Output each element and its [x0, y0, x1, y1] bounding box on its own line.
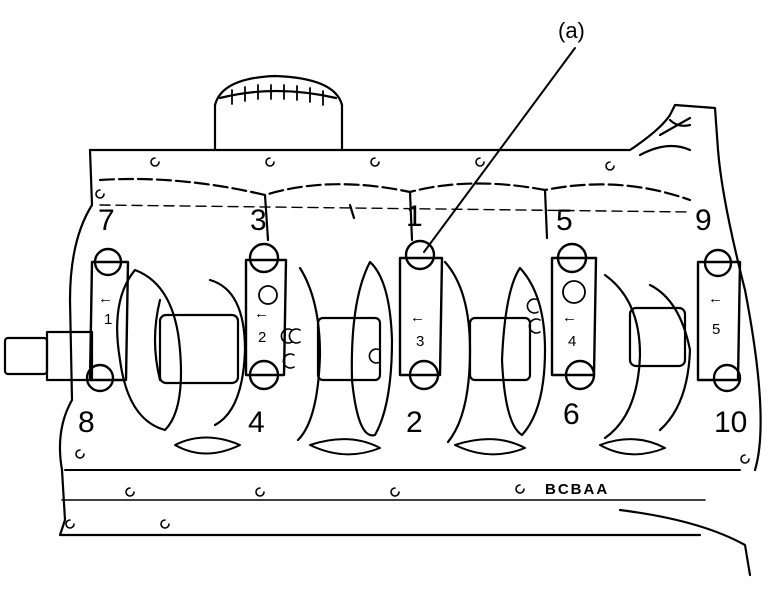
cap-number-5: 5 — [712, 321, 720, 338]
cap-number-4: 4 — [568, 333, 576, 350]
bolt-number-7: 7 — [98, 204, 115, 237]
bearing-cap-4 — [526, 242, 598, 391]
bearing-cap-5 — [696, 248, 742, 393]
bolt-number-6: 6 — [563, 398, 580, 431]
cap-arrow: ← — [254, 305, 269, 322]
crankshaft-snout — [3, 330, 94, 382]
crankshaft-throws — [116, 260, 692, 444]
callout-leader — [423, 47, 576, 253]
cap-number-1: 1 — [104, 311, 112, 328]
bolt-sequence-numbers: 7 3 1 5 9 8 4 2 6 10 — [78, 200, 747, 439]
cap-arrow: ← — [708, 290, 723, 307]
bolt-number-1: 1 — [406, 200, 423, 233]
bearing-cap-2 — [244, 242, 301, 391]
cap-arrow: ← — [98, 290, 113, 307]
bolt-number-4: 4 — [248, 406, 265, 439]
oil-filter — [213, 74, 344, 152]
cap-arrow: ← — [562, 309, 577, 326]
bearing-cap-3 — [368, 239, 444, 391]
cap-number-3: 3 — [416, 333, 424, 350]
bolt-number-9: 9 — [695, 204, 712, 237]
cap-markings: ← 1 ← 2 ← 3 ← 4 ← 5 — [98, 290, 723, 350]
cap-arrow: ← — [410, 309, 425, 326]
block-outline — [58, 103, 762, 577]
journal-bowls — [174, 436, 666, 456]
bolt-number-8: 8 — [78, 406, 95, 439]
bolt-number-5: 5 — [556, 204, 573, 237]
casting-marks: BCBAA — [545, 481, 609, 498]
bolt-number-3: 3 — [250, 204, 267, 237]
cap-number-2: 2 — [258, 329, 266, 346]
bearing-caps — [85, 239, 742, 393]
callout-label: (a) — [558, 18, 585, 43]
bolt-number-2: 2 — [406, 406, 423, 439]
bolt-number-10: 10 — [714, 406, 747, 439]
bearing-cap-1 — [85, 247, 130, 393]
